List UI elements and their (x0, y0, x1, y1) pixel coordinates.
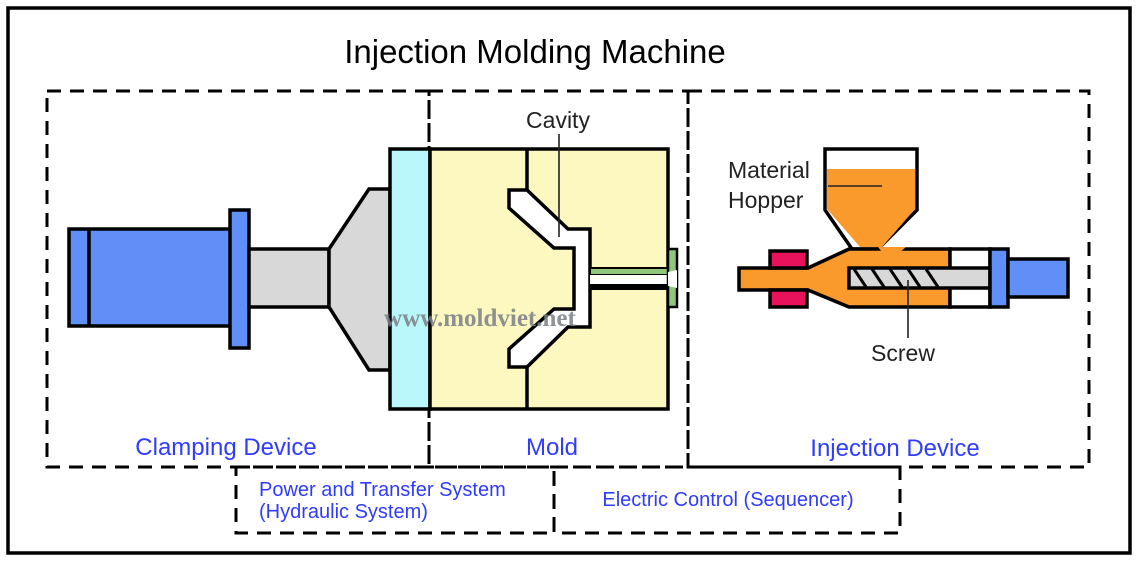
sprue-channel-bottom (590, 284, 668, 290)
mold-cavity (507, 188, 592, 369)
moving-platen (388, 147, 432, 411)
clamp-ram (247, 247, 331, 309)
screw-flights (852, 268, 940, 288)
hopper-label-line2: Hopper (728, 187, 804, 213)
injection-cylinder-flange (988, 247, 1010, 309)
injection-unit: Material Hopper Screw (728, 147, 1070, 366)
cavity-label: Cavity (526, 107, 590, 133)
clamp-cylinder-body (67, 227, 234, 328)
diagram-title: Injection Molding Machine (344, 33, 726, 70)
electric-control-label: Electric Control (Sequencer) (602, 489, 853, 511)
hopper-neck (878, 247, 906, 252)
electric-control-region (552, 465, 902, 535)
sprue-channel-top (589, 267, 669, 276)
clamping-unit (67, 147, 432, 411)
hopper-material (827, 169, 915, 247)
power-transfer-label-line2: (Hydraulic System) (259, 501, 428, 523)
injection-cylinder-body (1006, 257, 1070, 299)
power-transfer-label-line1: Power and Transfer System (259, 479, 506, 501)
hopper-label-line1: Material (728, 157, 810, 183)
sprue-channel-core (590, 275, 668, 284)
clamp-cylinder-flange (228, 208, 251, 350)
sprue-inlet (668, 270, 677, 288)
clamping-device-label: Clamping Device (135, 434, 316, 461)
mold-unit: Cavity (428, 107, 679, 411)
nozzle-heater-top (768, 249, 809, 270)
screw-label: Screw (871, 340, 935, 366)
mold-label: Mold (526, 434, 578, 461)
injection-device-label: Injection Device (810, 435, 979, 462)
watermark: www.moldviet.net (384, 305, 576, 332)
nozzle-heater-bottom (768, 288, 809, 309)
